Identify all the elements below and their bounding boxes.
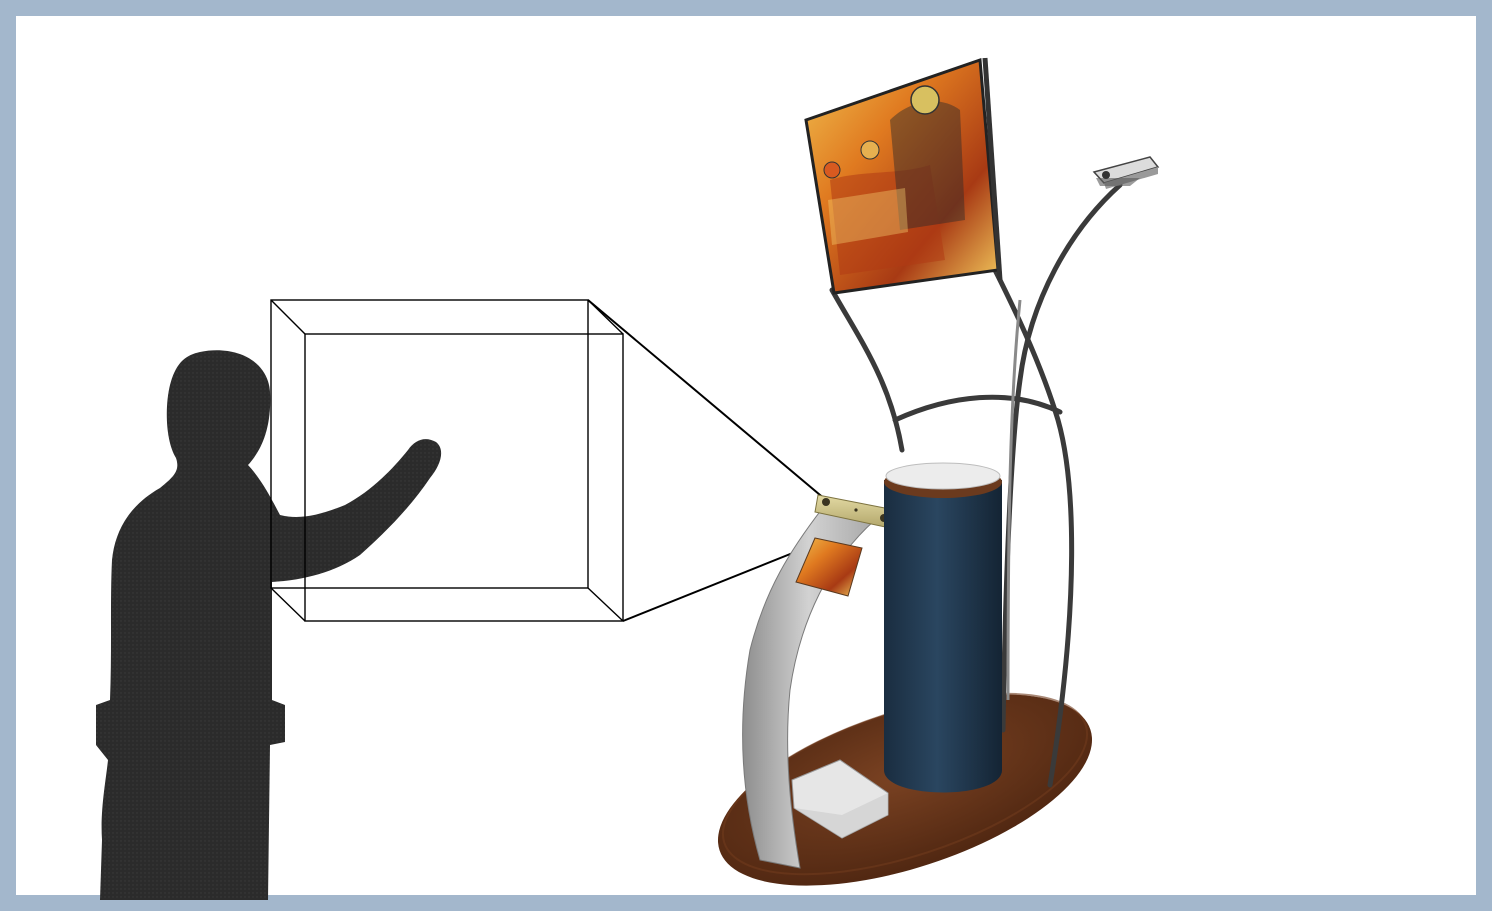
interaction-volume-box [271,300,623,621]
projector-icon [1094,157,1158,189]
front-rod [1008,300,1020,700]
column [884,463,1002,793]
display-screen [806,58,1000,293]
kiosk-stand [695,185,1120,911]
person-silhouette [96,350,441,900]
